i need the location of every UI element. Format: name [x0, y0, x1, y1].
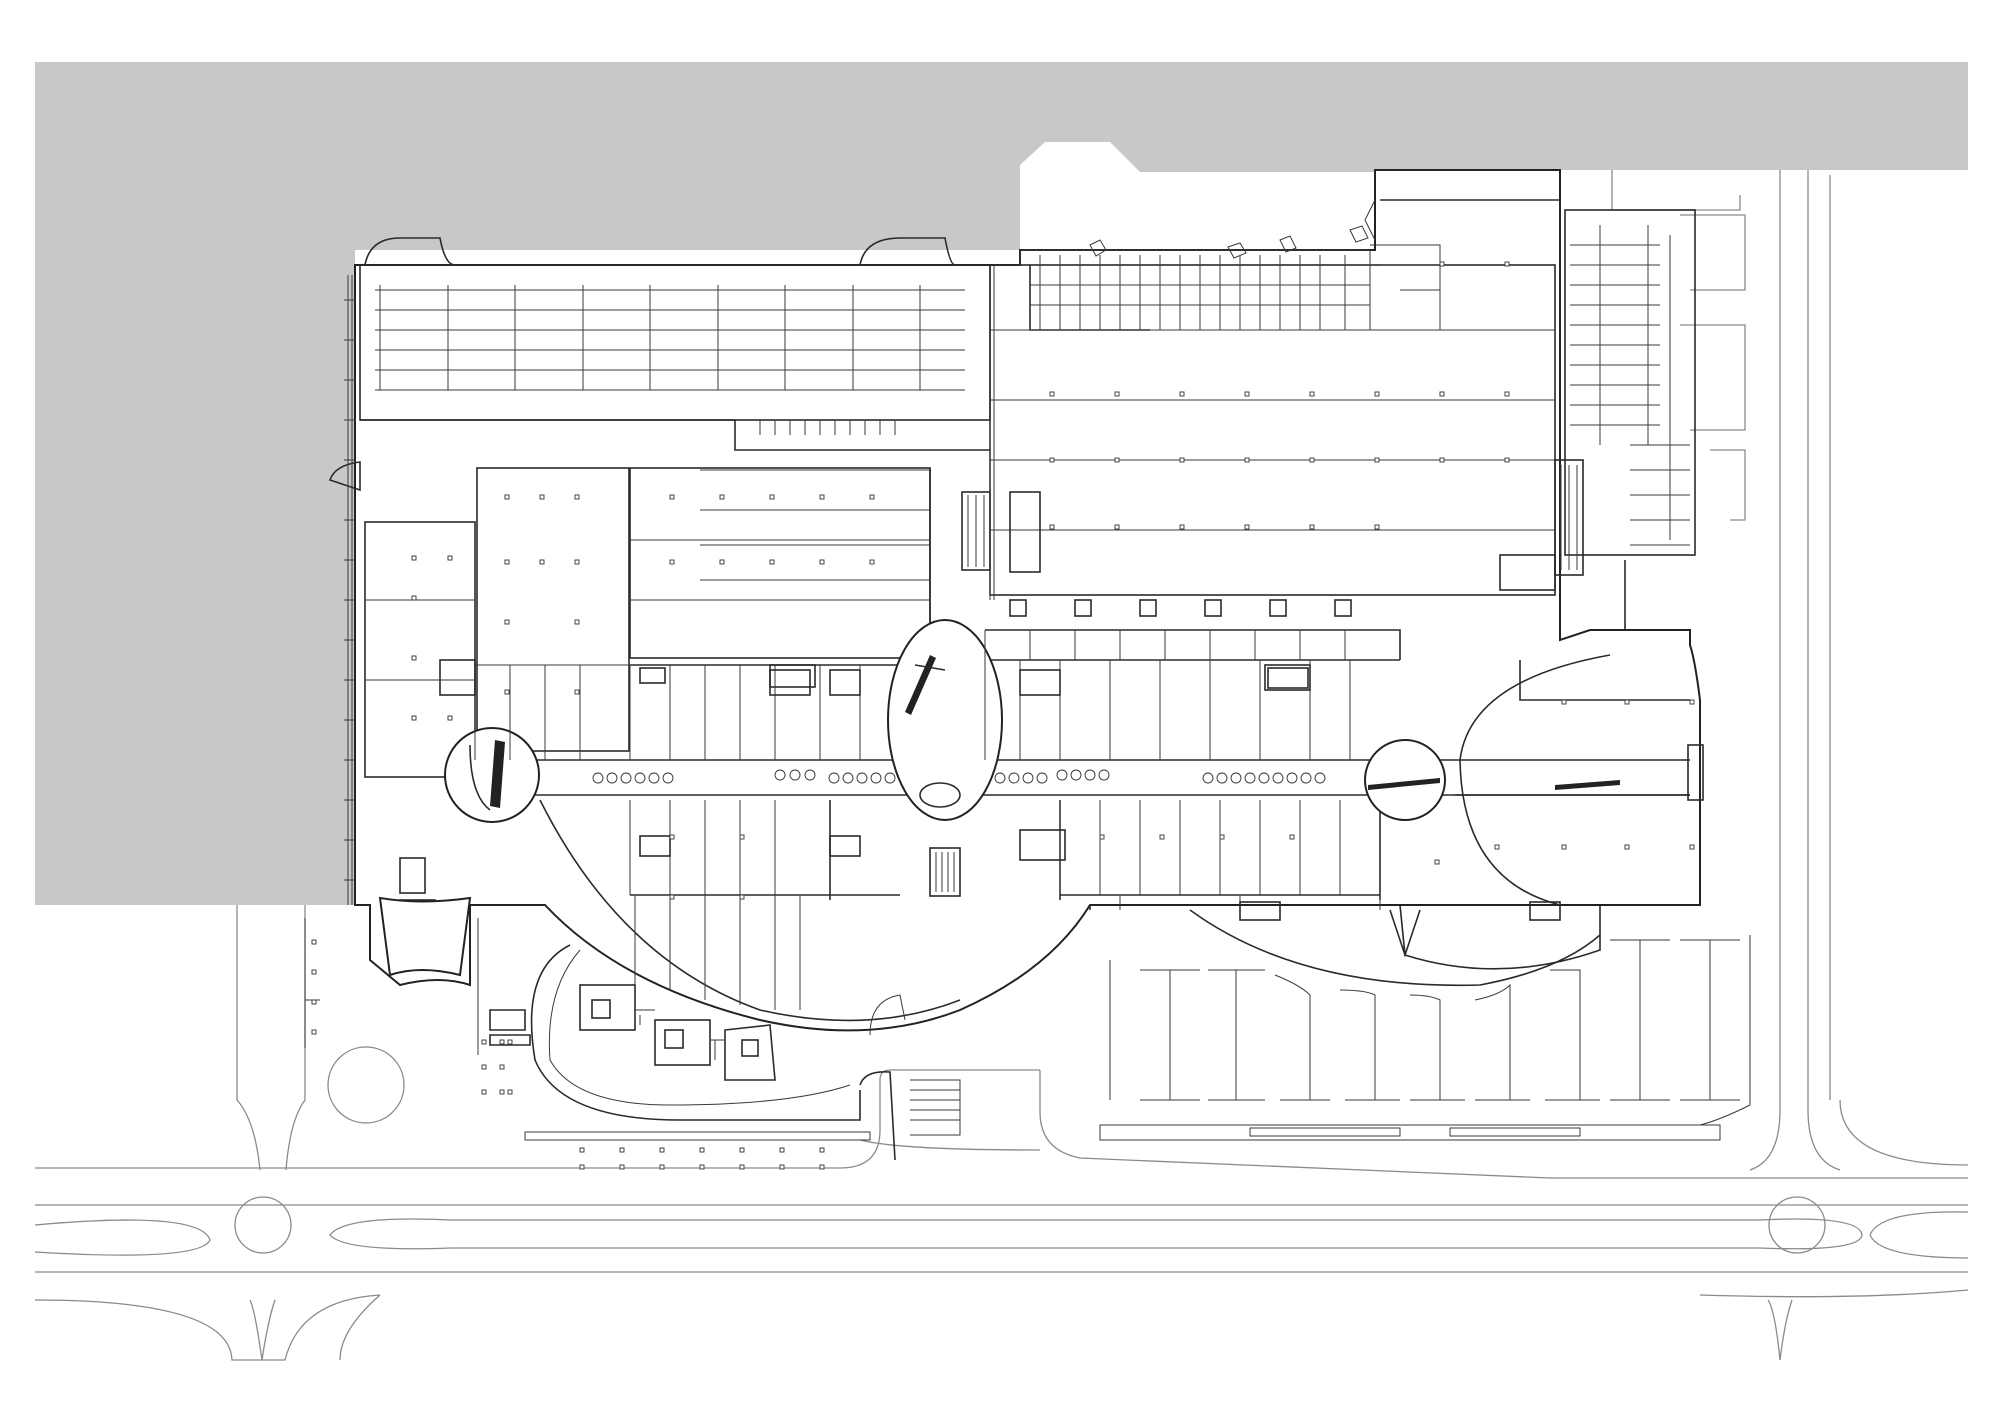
building-outline — [328, 169, 1701, 1032]
service-cores — [399, 491, 1704, 936]
central-atrium — [887, 619, 1003, 897]
south-landscape — [524, 944, 961, 1161]
east-round-court — [1364, 739, 1620, 821]
office-cluster — [1019, 199, 1441, 331]
parking-east-deck — [1570, 225, 1690, 546]
parking-surface-southeast — [1099, 935, 1751, 1141]
southwest-entrance — [304, 896, 531, 1055]
column-grid — [311, 261, 1695, 1170]
road-network — [34, 170, 1969, 1361]
parking-top-deck — [375, 285, 965, 435]
courtyard-markers — [1009, 599, 1352, 617]
west-round-court — [444, 727, 540, 823]
planter-row — [592, 769, 1326, 784]
shaded-existing-area — [35, 62, 1968, 905]
west-facade-ticks — [344, 265, 995, 905]
